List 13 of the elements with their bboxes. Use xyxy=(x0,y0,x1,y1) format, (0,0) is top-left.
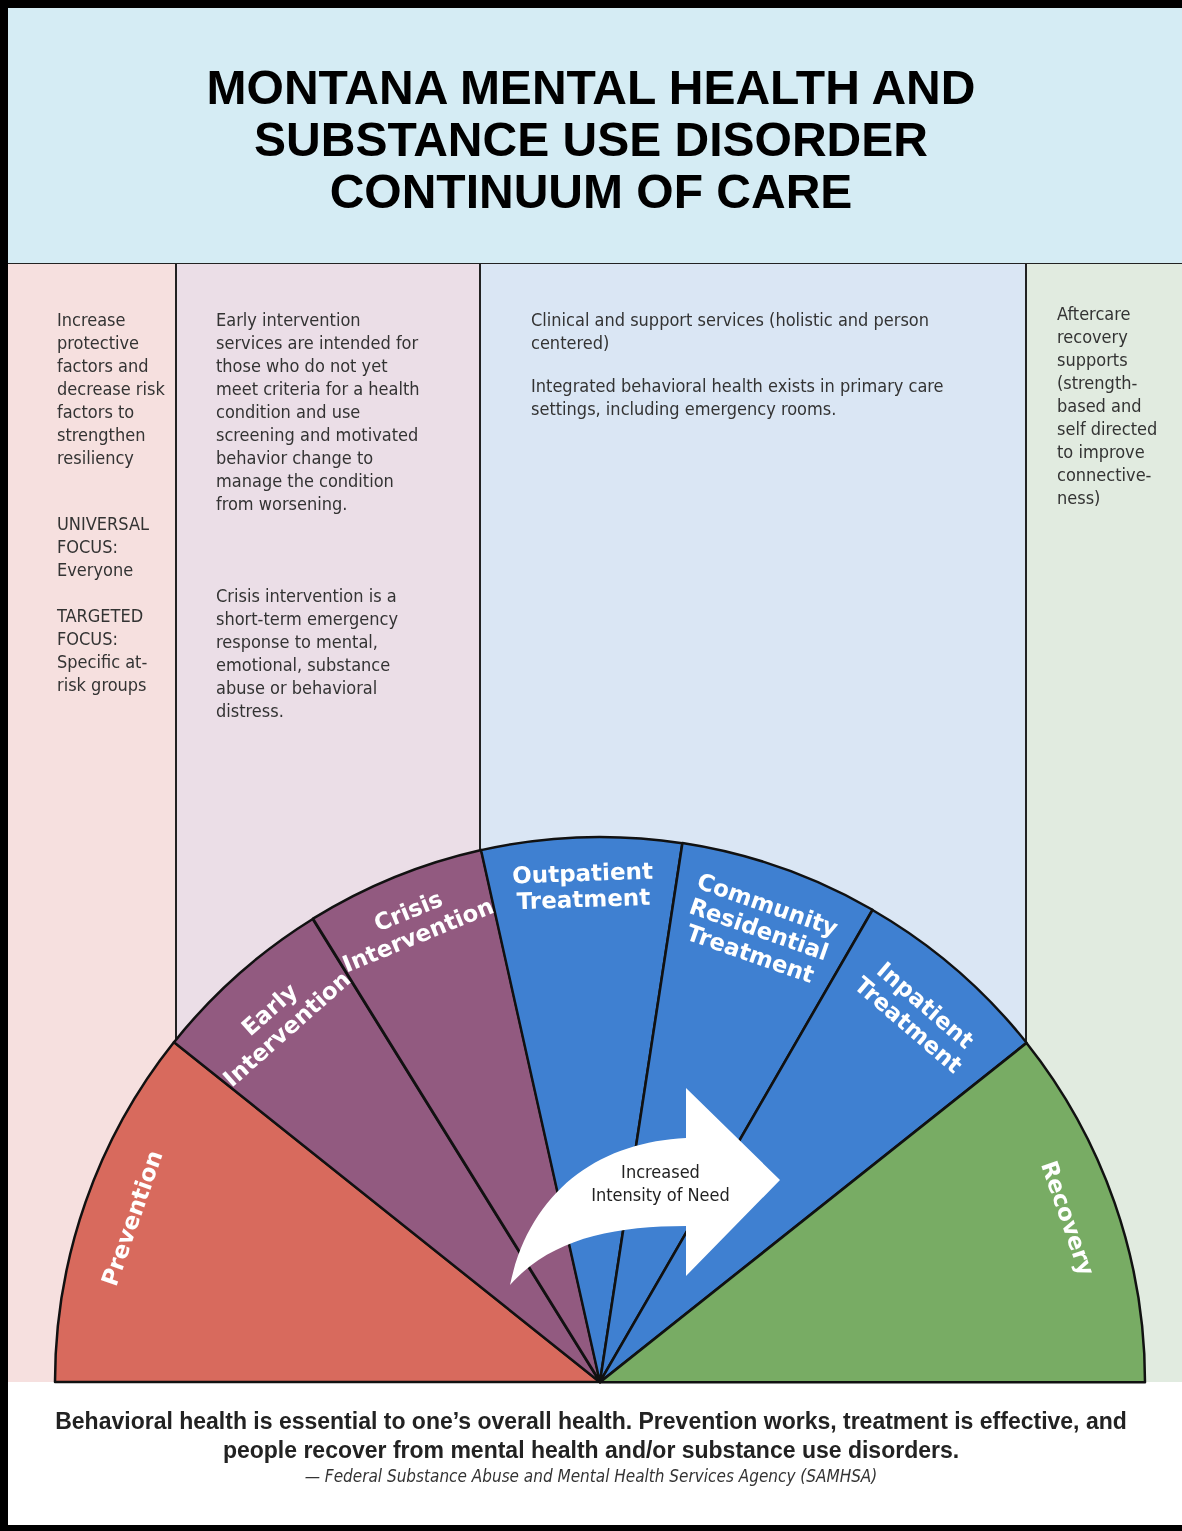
arrow-label: Increased Intensity of Need xyxy=(590,1160,731,1206)
description-text: TARGETED FOCUS: Specific at-risk groups xyxy=(57,604,149,696)
caption-text: Behavioral health is essential to one’s overall health. Prevention works, treatment is effective, and people recover from mental health and/or substance use disorders. xyxy=(54,1407,1128,1465)
title: MONTANA MENTAL HEALTH AND SUBSTANCE USE DISORDER CONTINUUM OF CARE xyxy=(205,62,977,218)
description-text: UNIVERSAL FOCUS: Everyone xyxy=(57,512,150,581)
description-text: Integrated behavioral health exists in primary care settings, including emergency rooms. xyxy=(531,374,945,420)
description-text: Clinical and support services (holistic and person centered) xyxy=(531,308,930,354)
description-text: Early intervention services are intended for those who do not yet meet criteria for a health condition and use screening and motivated behavior change to manage the condition from worsening. xyxy=(216,308,421,515)
description-text: Crisis intervention is a short-term emergency response to mental, emotional, substance abuse or behavioral distress. xyxy=(216,584,400,722)
attribution-text: — Federal Substance Abuse and Mental Health Services Agency (SAMHSA) xyxy=(303,1466,879,1486)
description-text: Aftercare recovery supports (strength-based and self directed to improve connective-ness) xyxy=(1057,302,1159,509)
segment-label: Outpatient Treatment xyxy=(511,857,655,915)
description-text: Increase protective factors and decrease risk factors to strengthen resiliency xyxy=(57,308,166,469)
